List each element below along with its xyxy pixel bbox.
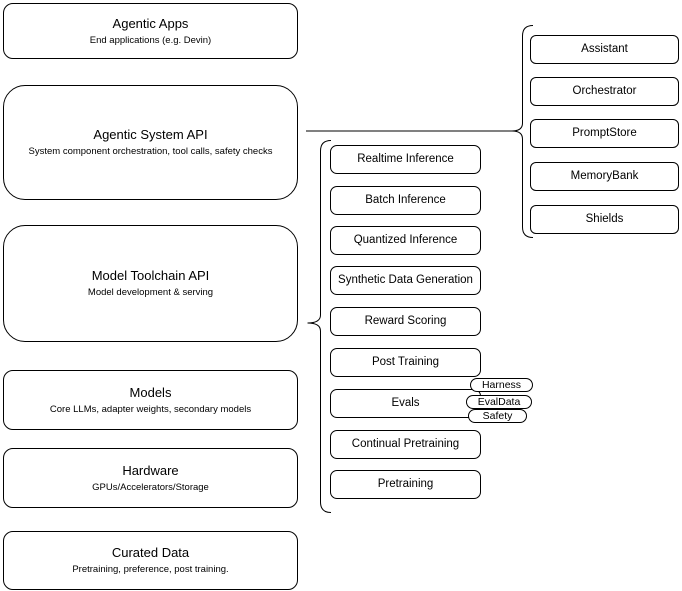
pill-evaldata: EvalData [466,395,532,409]
node-model-toolchain-api: Model Toolchain API Model development & … [3,225,298,342]
node-batch-inference: Batch Inference [330,186,481,215]
node-memorybank: MemoryBank [530,162,679,191]
toolchain-brace [307,140,332,513]
node-models: Models Core LLMs, adapter weights, secon… [3,370,298,430]
node-realtime-inference: Realtime Inference [330,145,481,174]
node-evals: Evals [330,389,481,418]
node-shields: Shields [530,205,679,234]
pill-safety: Safety [468,409,527,423]
node-post-training: Post Training [330,348,481,377]
node-agentic-system-api: Agentic System API System component orch… [3,85,298,200]
node-quantized-inference: Quantized Inference [330,226,481,255]
node-reward-scoring: Reward Scoring [330,307,481,336]
node-pretraining: Pretraining [330,470,481,499]
node-title: Curated Data [111,545,190,560]
node-assistant: Assistant [530,35,679,64]
pill-harness: Harness [470,378,533,392]
node-agentic-apps: Agentic Apps End applications (e.g. Devi… [3,3,298,59]
node-title: Models [129,384,172,400]
node-orchestrator: Orchestrator [530,77,679,106]
node-title: Agentic Apps [112,15,189,31]
components-brace [511,25,534,238]
node-continual-pretraining: Continual Pretraining [330,430,481,459]
node-title: Hardware [122,462,179,478]
node-hardware: Hardware GPUs/Accelerators/Storage [3,448,298,508]
node-subtitle: System component orchestration, tool cal… [28,146,273,157]
node-subtitle: End applications (e.g. Devin) [89,34,212,46]
node-synthetic-data-generation: Synthetic Data Generation [330,266,481,295]
node-title: Agentic System API [93,127,208,142]
node-subtitle: GPUs/Accelerators/Storage [92,481,209,493]
node-title: Model Toolchain API [91,268,210,283]
node-subtitle: Model development & serving [87,287,214,298]
node-promptstore: PromptStore [530,119,679,148]
node-subtitle: Core LLMs, adapter weights, secondary mo… [49,403,252,415]
node-curated-data: Curated Data Pretraining, preference, po… [3,531,298,590]
node-subtitle: Pretraining, preference, post training. [72,564,229,575]
